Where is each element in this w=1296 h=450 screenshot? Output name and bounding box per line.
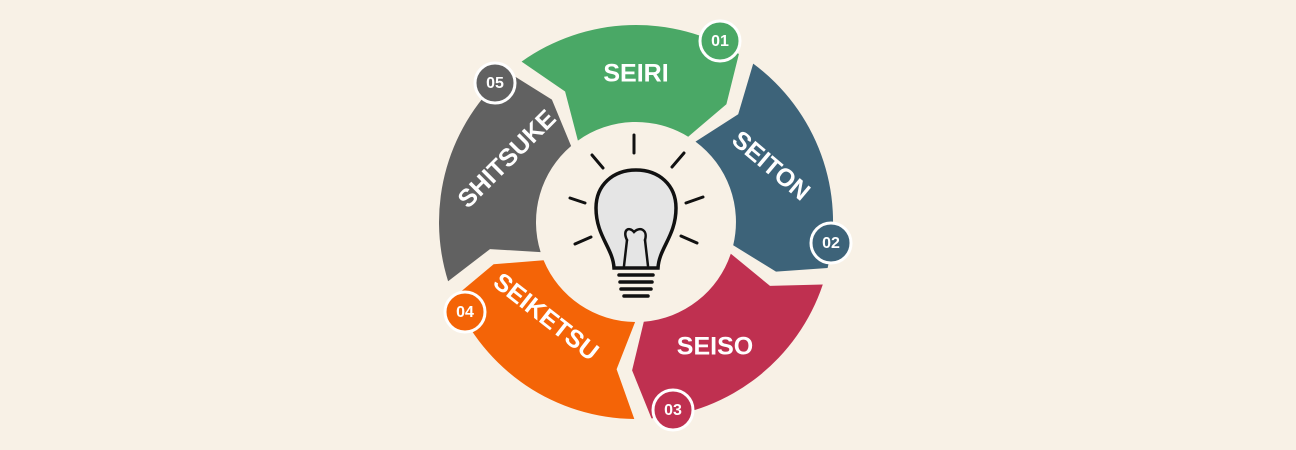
step-badge-05: 05 xyxy=(473,61,517,105)
step-number-05: 05 xyxy=(486,75,504,92)
step-badge-03: 03 xyxy=(651,388,695,432)
step-number-04: 04 xyxy=(456,304,474,321)
step-number-01: 01 xyxy=(711,33,729,50)
segment-shitsuke xyxy=(439,72,572,282)
segment-seiso xyxy=(632,253,823,419)
segment-seiton xyxy=(695,63,834,272)
step-badges: 01 02 03 04 05 xyxy=(443,19,853,432)
segment-seiketsu xyxy=(454,260,636,419)
lightbulb-icon xyxy=(568,133,705,298)
step-number-02: 02 xyxy=(822,235,840,252)
step-badge-01: 01 xyxy=(698,19,742,63)
step-badge-02: 02 xyxy=(809,221,853,265)
segment-label-seiso: SEISO xyxy=(677,333,753,361)
segment-label-seiri: SEIRI xyxy=(603,60,668,88)
step-number-03: 03 xyxy=(664,402,682,419)
cycle-segments xyxy=(439,24,834,419)
step-badge-04: 04 xyxy=(443,290,487,334)
segment-seiri xyxy=(521,24,739,141)
